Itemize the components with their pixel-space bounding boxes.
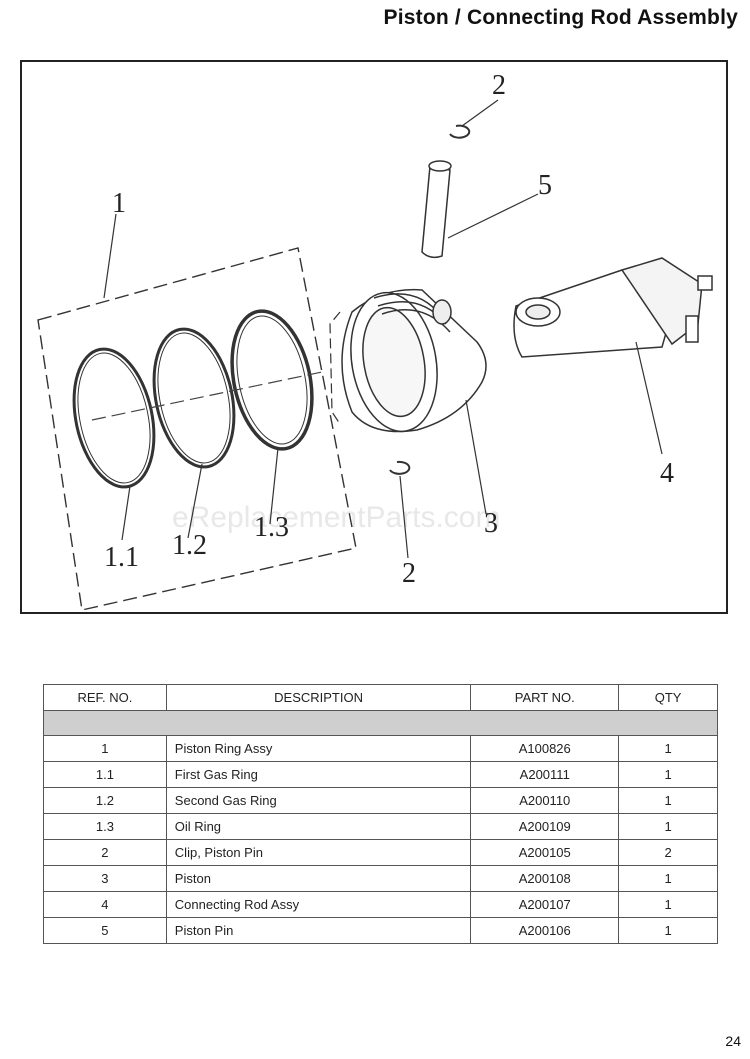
diagram-svg: eReplacementParts.com bbox=[37, 70, 713, 611]
callout-1: 1 bbox=[112, 188, 126, 219]
column-header-ref-no: REF. NO. bbox=[43, 684, 167, 711]
piston-pin-drawing bbox=[421, 160, 452, 259]
description-cell: First Gas Ring bbox=[165, 761, 472, 788]
description-cell: Piston bbox=[165, 865, 472, 892]
parts-table: REF. NO. DESCRIPTION PART NO. QTY 1 Pist… bbox=[43, 684, 718, 944]
watermark-text: eReplacementParts.com bbox=[172, 501, 500, 534]
description-cell: Piston Ring Assy bbox=[165, 735, 472, 762]
oil-ring-drawing bbox=[230, 309, 314, 451]
leader-lines bbox=[103, 99, 663, 559]
part-no-cell: A200105 bbox=[470, 839, 620, 866]
table-row: 1.2 Second Gas Ring A200110 1 bbox=[43, 787, 718, 814]
page-title: Piston / Connecting Rod Assembly bbox=[383, 6, 738, 29]
piston-pin-clip-top-drawing bbox=[449, 124, 471, 139]
callout-1-2: 1.2 bbox=[172, 530, 207, 561]
table-section-bar bbox=[43, 710, 718, 736]
description-cell: Oil Ring bbox=[165, 813, 472, 840]
page-number: 24 bbox=[725, 1033, 741, 1049]
ref-no-cell: 5 bbox=[43, 917, 167, 944]
table-row: 1 Piston Ring Assy A100826 1 bbox=[43, 735, 718, 762]
part-no-cell: A200110 bbox=[470, 787, 620, 814]
ref-no-cell: 1 bbox=[43, 735, 167, 762]
ref-no-cell: 1.3 bbox=[43, 813, 167, 840]
table-row: 3 Piston A200108 1 bbox=[43, 865, 718, 892]
table-row: 1.3 Oil Ring A200109 1 bbox=[43, 813, 718, 840]
column-header-part-no: PART NO. bbox=[470, 684, 620, 711]
callout-2-bottom: 2 bbox=[402, 558, 416, 589]
qty-cell: 1 bbox=[618, 865, 718, 892]
table-row: 2 Clip, Piston Pin A200105 2 bbox=[43, 839, 718, 866]
callout-1-3: 1.3 bbox=[254, 512, 289, 543]
qty-cell: 1 bbox=[618, 917, 718, 944]
qty-cell: 2 bbox=[618, 839, 718, 866]
ref-no-cell: 3 bbox=[43, 865, 167, 892]
part-no-cell: A200106 bbox=[470, 917, 620, 944]
first-gas-ring-drawing bbox=[72, 347, 156, 489]
ref-no-cell: 2 bbox=[43, 839, 167, 866]
callout-3: 3 bbox=[484, 508, 498, 539]
description-cell: Clip, Piston Pin bbox=[165, 839, 472, 866]
table-row: 4 Connecting Rod Assy A200107 1 bbox=[43, 891, 718, 918]
exploded-view-diagram: eReplacementParts.com bbox=[20, 60, 728, 614]
callout-5: 5 bbox=[538, 170, 552, 201]
description-cell: Second Gas Ring bbox=[165, 787, 472, 814]
callout-2-top: 2 bbox=[492, 70, 506, 101]
part-no-cell: A200109 bbox=[470, 813, 620, 840]
part-no-cell: A100826 bbox=[470, 735, 620, 762]
callout-1-1: 1.1 bbox=[104, 542, 139, 573]
piston-drawing bbox=[341, 288, 487, 433]
ref-no-cell: 4 bbox=[43, 891, 167, 918]
qty-cell: 1 bbox=[618, 761, 718, 788]
piston-pin-clip-bottom-drawing bbox=[389, 460, 411, 475]
qty-cell: 1 bbox=[618, 787, 718, 814]
callout-4: 4 bbox=[660, 458, 674, 489]
column-header-qty: QTY bbox=[618, 684, 718, 711]
section-bar-cell bbox=[43, 710, 718, 736]
part-no-cell: A200111 bbox=[470, 761, 620, 788]
description-cell: Piston Pin bbox=[165, 917, 472, 944]
second-gas-ring-drawing bbox=[152, 327, 236, 469]
column-header-description: DESCRIPTION bbox=[165, 684, 472, 711]
qty-cell: 1 bbox=[618, 813, 718, 840]
table-row: 1.1 First Gas Ring A200111 1 bbox=[43, 761, 718, 788]
part-no-cell: A200108 bbox=[470, 865, 620, 892]
part-no-cell: A200107 bbox=[470, 891, 620, 918]
parts-table-header-row: REF. NO. DESCRIPTION PART NO. QTY bbox=[43, 684, 718, 711]
qty-cell: 1 bbox=[618, 891, 718, 918]
ref-no-cell: 1.2 bbox=[43, 787, 167, 814]
ref-no-cell: 1.1 bbox=[43, 761, 167, 788]
table-row: 5 Piston Pin A200106 1 bbox=[43, 917, 718, 944]
description-cell: Connecting Rod Assy bbox=[165, 891, 472, 918]
qty-cell: 1 bbox=[618, 735, 718, 762]
connecting-rod-drawing bbox=[513, 257, 713, 358]
